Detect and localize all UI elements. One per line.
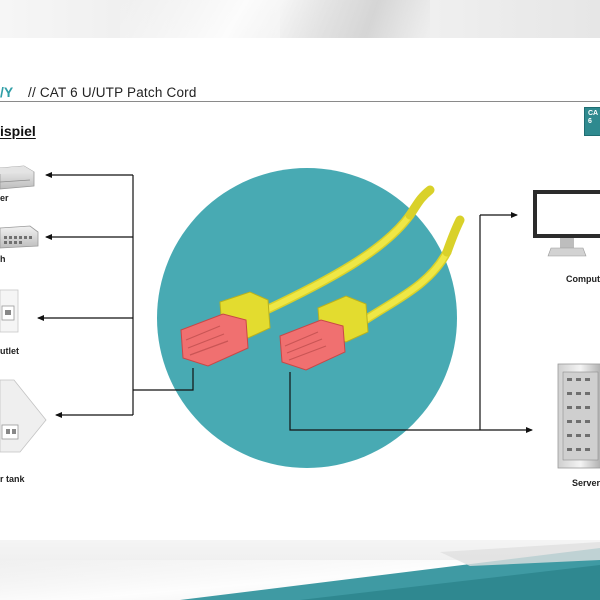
- plug1-connector: [180, 313, 249, 367]
- monitor-icon: [533, 190, 600, 257]
- section-label: ispiel: [0, 123, 36, 139]
- bottom-decor-band: [0, 540, 600, 600]
- top-decor-band: [0, 0, 600, 38]
- switch-icon: [0, 225, 39, 249]
- right-connector-lines: [289, 212, 533, 433]
- bottom-decor-shard: [0, 560, 600, 600]
- device-label-switch: h: [0, 254, 6, 264]
- cat6-badge: CA 6: [584, 107, 600, 136]
- top-decor-shard: [280, 0, 430, 38]
- page-title: // CAT 6 U/UTP Patch Cord: [28, 85, 197, 100]
- device-label-server: Server: [572, 478, 600, 488]
- plug1-line: [133, 368, 194, 391]
- page-header: /Y // CAT 6 U/UTP Patch Cord: [0, 84, 600, 102]
- badge-line-1: CA: [588, 110, 599, 117]
- router-icon: [0, 165, 35, 190]
- device-label-router: er: [0, 193, 9, 203]
- outlet-icon: [0, 289, 19, 333]
- patch-cord: [180, 185, 465, 371]
- device-label-floor-tank: r tank: [0, 474, 25, 484]
- server-icon: [557, 363, 600, 469]
- floor-tank-icon: [0, 379, 47, 453]
- header-divider: [0, 101, 600, 102]
- left-connector-lines: [37, 172, 194, 418]
- brand-logo-fragment: /Y: [0, 84, 14, 100]
- device-label-outlet: utlet: [0, 346, 19, 356]
- plug2-connector: [279, 319, 346, 371]
- plug2-line: [289, 372, 480, 431]
- device-label-computer: Comput: [566, 274, 600, 284]
- badge-line-2: 6: [588, 118, 592, 125]
